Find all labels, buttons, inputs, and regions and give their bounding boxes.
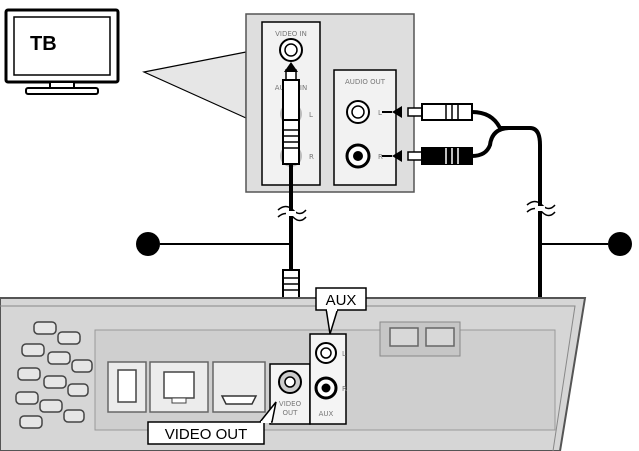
aux-r-jack xyxy=(314,376,338,400)
arrow-up-icon xyxy=(284,62,298,72)
video-out-label: VIDEO OUT xyxy=(165,426,248,443)
video-out-callout-box xyxy=(147,421,265,445)
video-out-small-label-line1: VIDEO xyxy=(279,400,302,408)
tv-audio-out-group xyxy=(333,69,397,186)
audio-out-l-jack xyxy=(346,100,370,124)
aux-small-label: AUX xyxy=(319,410,334,418)
video-in-label: VIDEO IN xyxy=(275,30,307,38)
aux-l-label: L xyxy=(342,350,346,358)
arrow-left-icon xyxy=(392,150,402,162)
vent-grille xyxy=(15,321,93,429)
audio-in-r-label: R xyxy=(309,153,314,161)
zoom-wedge xyxy=(142,51,247,119)
callout-a-label: A xyxy=(143,237,154,254)
callout-a-badge xyxy=(136,232,160,256)
aux-l-jack xyxy=(315,342,337,364)
hdmi-port xyxy=(212,361,266,413)
video-out-small-label-line2: OUT xyxy=(283,409,299,417)
tv-icon xyxy=(4,8,120,95)
aux-r-label: R xyxy=(342,385,347,393)
arrow-left-icon xyxy=(392,106,402,118)
cable-break-mark xyxy=(277,205,307,222)
audio-in-l-label: L xyxy=(309,111,313,119)
lan-port xyxy=(149,361,209,413)
video-out-jack xyxy=(278,370,302,394)
tv-label: TB xyxy=(30,33,57,55)
cable-break-mark xyxy=(526,200,556,217)
callout-b-label: B xyxy=(615,237,626,254)
unit-port xyxy=(379,321,461,357)
unit-port xyxy=(107,361,147,413)
aux-callout-box xyxy=(315,287,367,311)
aux-label: AUX xyxy=(326,292,357,309)
video-in-jack xyxy=(279,38,303,62)
audio-out-label: AUDIO OUT xyxy=(345,78,386,86)
audio-out-l-label: L xyxy=(378,109,382,117)
audio-out-r-jack xyxy=(345,143,371,169)
callout-b-badge xyxy=(608,232,632,256)
audio-out-r-label: R xyxy=(378,153,383,161)
